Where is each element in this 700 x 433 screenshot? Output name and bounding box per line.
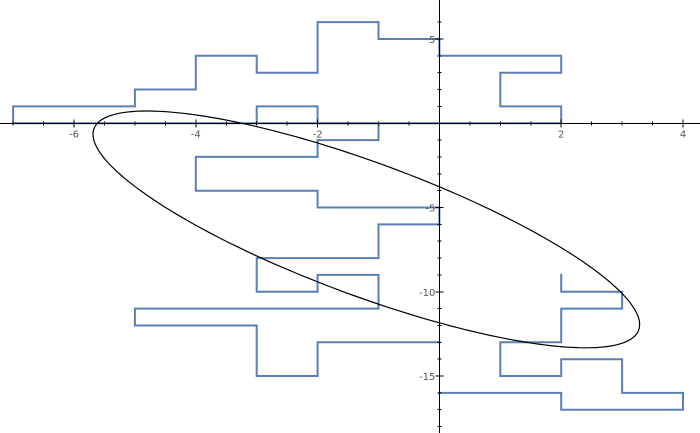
ellipse-layer [92, 110, 641, 349]
y-tick-label: -5 [425, 204, 435, 215]
y-tick-label: 5 [429, 35, 435, 46]
walk-series-2 [133, 105, 441, 377]
x-tick-label: 2 [558, 129, 564, 140]
ellipse-curve [92, 110, 641, 349]
y-tick-label: -15 [419, 372, 435, 383]
walk-series-3 [438, 273, 684, 411]
tick-layer [12, 21, 684, 428]
walk-layer [12, 21, 684, 411]
x-tick-label: -6 [69, 129, 79, 140]
x-tick-label: -4 [191, 129, 201, 140]
y-tick-label: -10 [419, 288, 435, 299]
walk-series-1 [12, 21, 563, 125]
tick-label-layer: -6 -4 -2 2 4 -15 -10 -5 5 [69, 35, 686, 383]
x-tick-label: -2 [313, 129, 323, 140]
x-tick-label: 4 [680, 129, 686, 140]
